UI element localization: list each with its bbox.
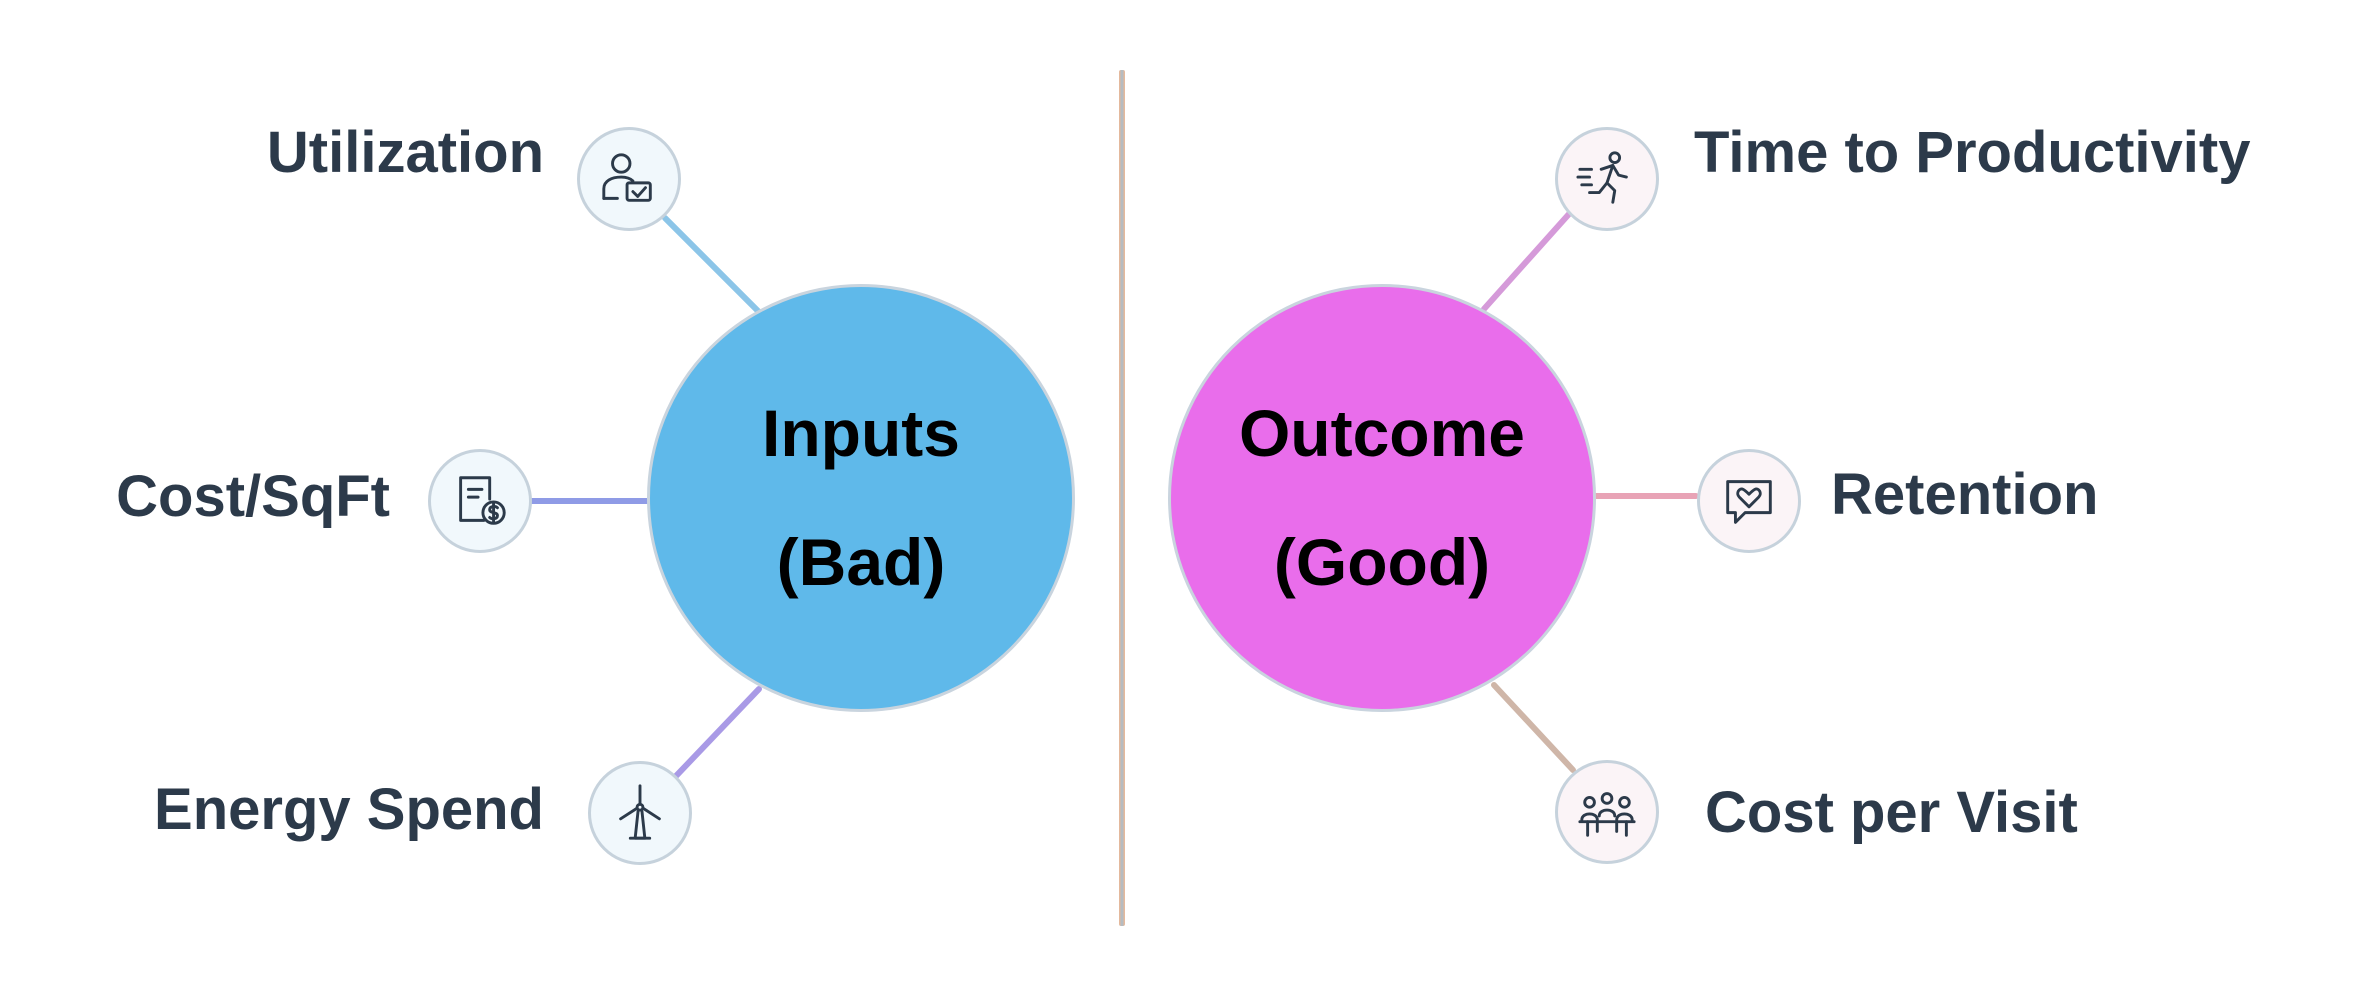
label-energy-spend: Energy Spend	[154, 777, 544, 842]
outcome-hub-title: Outcome	[1238, 396, 1526, 471]
connector-energy-spend	[673, 686, 762, 779]
connector-time-to-productivity	[1481, 211, 1572, 312]
heart-chat-icon	[1697, 449, 1801, 553]
outcome-hub: Outcome (Good)	[1168, 284, 1596, 712]
connector-cost-per-visit	[1491, 682, 1576, 773]
label-utilization: Utilization	[266, 120, 544, 185]
running-person-icon	[1555, 127, 1659, 231]
label-cost-per-visit: Cost per Visit	[1705, 780, 2078, 845]
user-check-icon	[577, 127, 681, 231]
inputs-hub-subtitle: (Bad)	[776, 525, 946, 599]
label-cost-sqft: Cost/SqFt	[116, 464, 390, 529]
meeting-table-icon	[1555, 760, 1659, 864]
divider-line	[1119, 70, 1125, 926]
invoice-dollar-icon	[428, 449, 532, 553]
label-retention: Retention	[1831, 462, 2099, 527]
inputs-hub-title: Inputs	[762, 396, 960, 471]
inputs-hub: Inputs (Bad)	[647, 284, 1075, 712]
outcome-hub-subtitle: (Good)	[1273, 525, 1491, 599]
label-time-to-productivity: Time to Productivity	[1694, 120, 2251, 185]
wind-turbine-icon	[588, 761, 692, 865]
connector-utilization	[662, 215, 762, 315]
